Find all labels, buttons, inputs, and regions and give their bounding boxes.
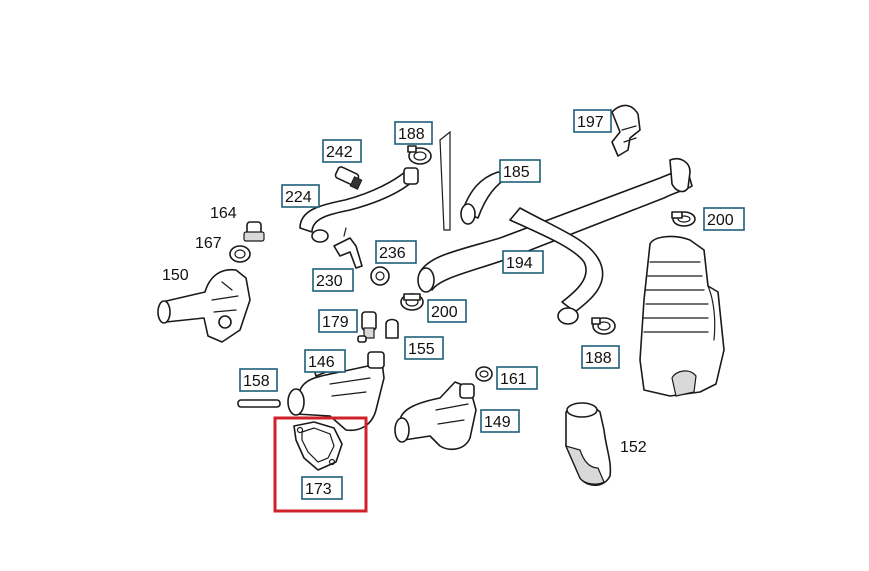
washer-236[interactable] <box>370 266 390 286</box>
label-173: 173 <box>301 476 343 500</box>
label-149: 149 <box>480 409 520 433</box>
label-158-text: 158 <box>243 373 270 390</box>
elbow-152[interactable] <box>564 402 612 487</box>
label-146-text: 146 <box>308 354 335 371</box>
label-161: 161 <box>496 366 538 390</box>
label-179-text: 179 <box>322 314 349 331</box>
label-194-text: 194 <box>506 255 533 272</box>
clamp-188-lower[interactable] <box>591 317 616 335</box>
label-242-text: 242 <box>326 144 353 161</box>
label-224: 224 <box>281 184 320 208</box>
label-155: 155 <box>404 336 444 360</box>
housing-149[interactable] <box>394 381 477 451</box>
label-146: 146 <box>304 349 346 373</box>
label-164: 164 <box>210 205 237 222</box>
label-188-upper: 188 <box>394 121 433 145</box>
cap-155[interactable] <box>385 318 399 339</box>
label-150: 150 <box>162 267 189 284</box>
label-224-text: 224 <box>285 189 312 206</box>
hose-185[interactable] <box>460 171 604 325</box>
gasket-173[interactable] <box>293 421 343 471</box>
clamp-200-middle[interactable] <box>400 293 424 311</box>
label-155-text: 155 <box>408 341 435 358</box>
label-149-text: 149 <box>484 414 511 431</box>
label-179: 179 <box>318 309 358 333</box>
label-236: 236 <box>375 240 417 264</box>
label-188-upper-text: 188 <box>398 126 425 143</box>
label-194: 194 <box>502 250 544 274</box>
label-230: 230 <box>312 268 354 292</box>
clamp-188-upper[interactable] <box>407 145 432 165</box>
label-197: 197 <box>573 109 612 133</box>
label-161-text: 161 <box>500 371 527 388</box>
label-200-middle-text: 200 <box>431 304 458 321</box>
expansion-tank[interactable] <box>639 235 725 397</box>
bracket-line <box>439 130 451 231</box>
label-242: 242 <box>322 139 362 163</box>
clip-197[interactable] <box>611 104 641 157</box>
label-236-text: 236 <box>379 245 406 262</box>
label-185-text: 185 <box>503 164 530 181</box>
pin-158[interactable] <box>237 399 281 408</box>
ring-161[interactable] <box>475 366 493 382</box>
label-188-lower-text: 188 <box>585 350 612 367</box>
highlight-box <box>273 416 368 513</box>
washer-167[interactable] <box>229 245 251 263</box>
bracket-230[interactable] <box>333 227 363 269</box>
label-200-right: 200 <box>703 207 745 231</box>
sensor-179[interactable] <box>357 311 377 343</box>
hose-224[interactable] <box>299 167 419 243</box>
label-230-text: 230 <box>316 273 343 290</box>
label-188-lower: 188 <box>581 345 620 369</box>
housing-146[interactable] <box>287 349 385 432</box>
label-185: 185 <box>499 159 541 183</box>
label-158: 158 <box>239 368 278 392</box>
label-152: 152 <box>620 439 647 456</box>
label-200-middle: 200 <box>427 299 467 323</box>
clamp-200-right[interactable] <box>671 211 696 227</box>
label-200-right-text: 200 <box>707 212 734 229</box>
plug-164[interactable] <box>243 221 265 242</box>
label-167: 167 <box>195 235 222 252</box>
fitting-242[interactable] <box>334 166 363 190</box>
label-197-text: 197 <box>577 114 604 131</box>
label-173-text: 173 <box>305 481 332 498</box>
housing-150[interactable] <box>157 268 251 343</box>
